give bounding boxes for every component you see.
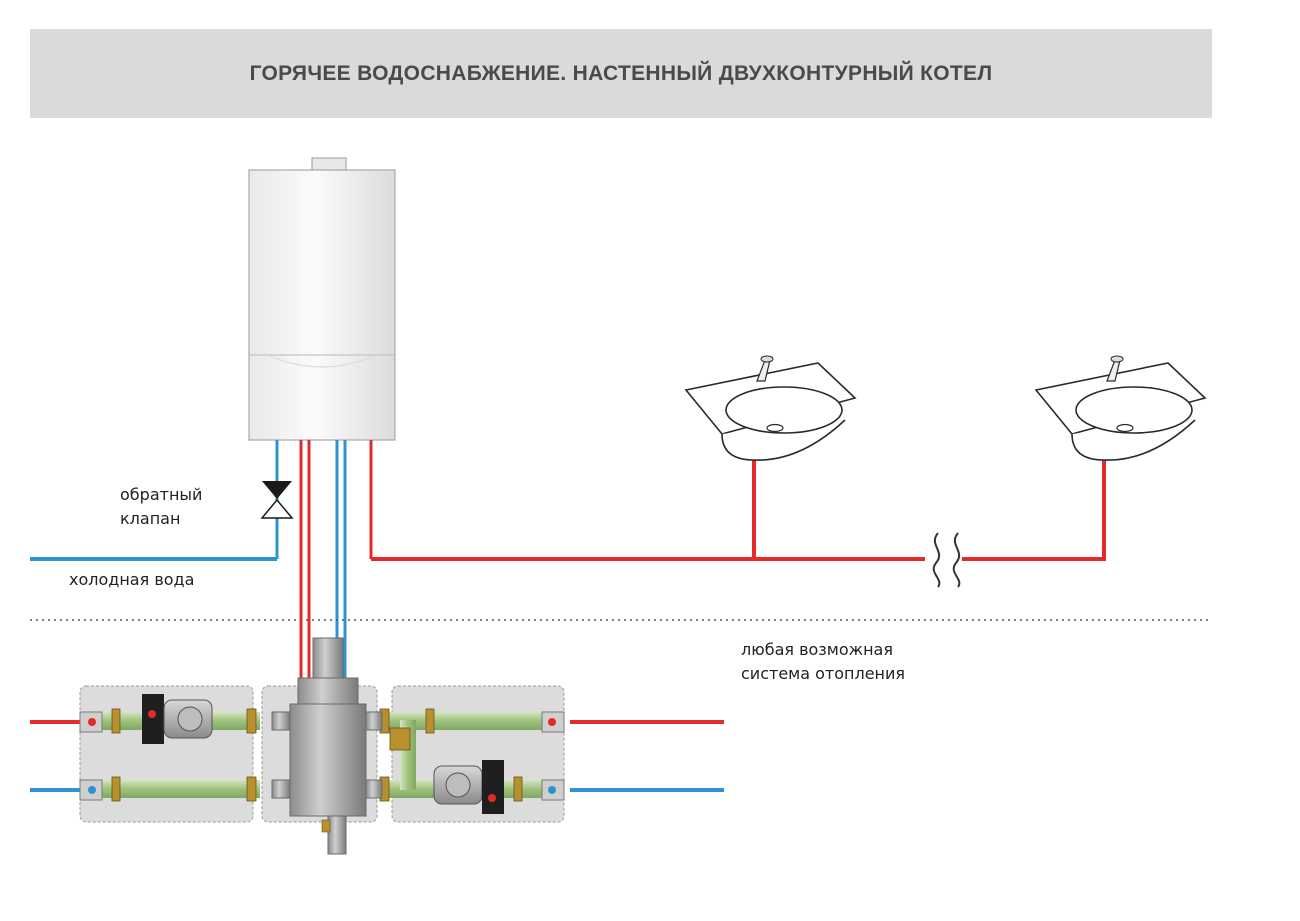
sink-icon [684, 355, 857, 461]
page-title: ГОРЯЧЕЕ ВОДОСНАБЖЕНИЕ. НАСТЕННЫЙ ДВУХКОН… [249, 61, 993, 85]
heating-system-label: любая возможная система отопления [741, 638, 905, 686]
hydraulic-separator-icon [271, 637, 383, 855]
heating-system-label-line1: любая возможная [741, 640, 893, 659]
check-valve-icon [260, 481, 294, 519]
pump-icon [142, 694, 213, 744]
check-valve-label-line2: клапан [120, 509, 181, 528]
title-bar: ГОРЯЧЕЕ ВОДОСНАБЖЕНИЕ. НАСТЕННЫЙ ДВУХКОН… [30, 29, 1212, 118]
hot-water-pipe [371, 460, 1106, 588]
sink-icon [1034, 355, 1207, 461]
check-valve-label: обратный клапан [120, 483, 202, 531]
heating-system-label-line2: система отопления [741, 664, 906, 683]
check-valve-label-line1: обратный [120, 485, 203, 504]
heating-circuit-pipes [30, 720, 724, 792]
ball-valves [79, 711, 565, 801]
boiler-icon [248, 157, 396, 441]
brass-fittings [111, 708, 523, 802]
pump-icon [433, 760, 504, 814]
cold-water-label: холодная вода [69, 570, 195, 589]
